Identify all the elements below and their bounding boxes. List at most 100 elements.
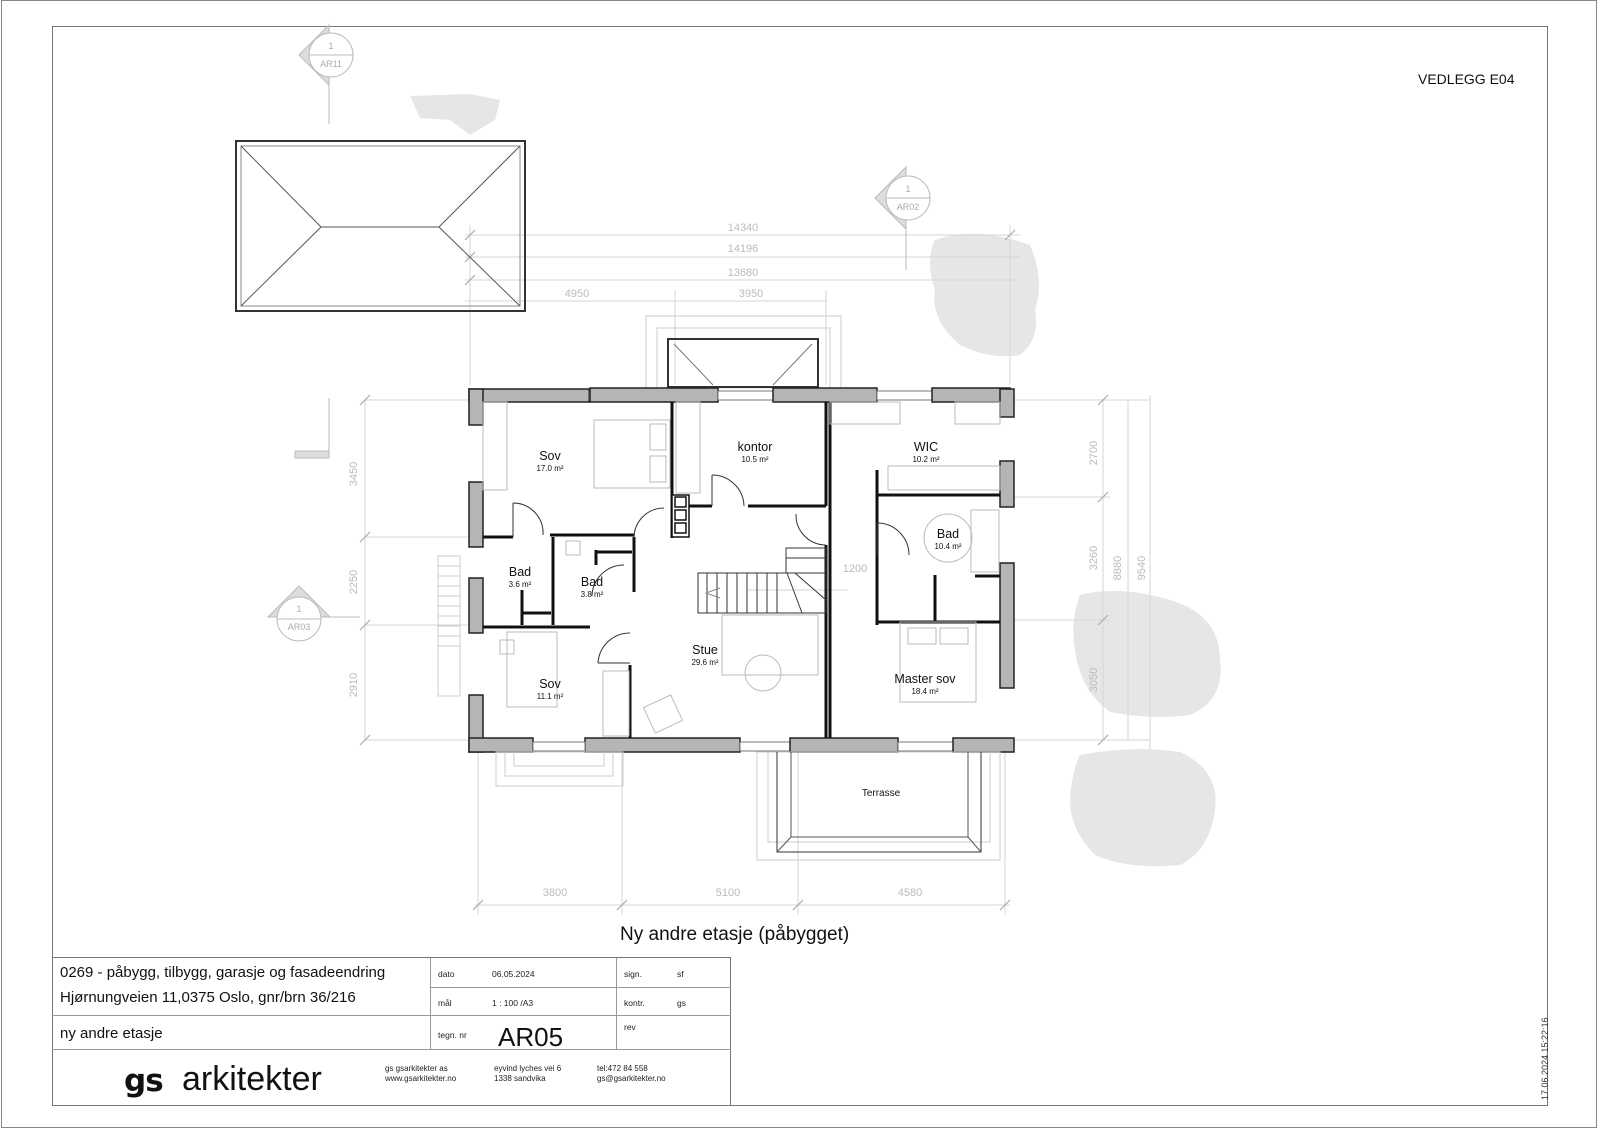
exterior-walls <box>468 387 1015 753</box>
room-bad-1: Bad 3.6 m² <box>509 565 532 589</box>
svg-text:10.4 m²: 10.4 m² <box>934 542 961 551</box>
drawing-title: Ny andre etasje (påbygget) <box>620 924 850 945</box>
svg-text:AR03: AR03 <box>288 622 311 632</box>
scale-label: mål <box>438 998 452 1008</box>
checked-label: kontr. <box>624 998 645 1008</box>
terrace <box>495 751 1001 861</box>
svg-text:10.2 m²: 10.2 m² <box>912 455 939 464</box>
rev-label: rev <box>624 1022 636 1032</box>
dim-right-1: 2700 <box>1088 441 1100 465</box>
firm-street: eyvind lyches vei 6 <box>494 1064 562 1073</box>
svg-text:Bad: Bad <box>937 527 959 541</box>
room-sov-2: Sov 11.1 m² <box>537 677 564 701</box>
external-stairs <box>437 555 461 697</box>
dimension-ticks <box>359 229 1109 911</box>
dim-top-2: 14196 <box>728 243 759 255</box>
svg-text:WIC: WIC <box>914 440 938 454</box>
svg-text:10.5 m²: 10.5 m² <box>741 455 768 464</box>
drawing-no-label: tegn. nr <box>438 1030 467 1040</box>
sign-label: sign. <box>624 969 642 979</box>
room-sov-1: Sov 17.0 m² <box>536 449 563 473</box>
dim-top-5: 3950 <box>739 288 763 300</box>
dim-left-1: 3450 <box>348 462 360 486</box>
svg-text:3.8 m²: 3.8 m² <box>581 590 604 599</box>
date-value: 06.05.2024 <box>492 969 535 979</box>
svg-text:Bad: Bad <box>509 565 531 579</box>
interior-walls <box>483 402 1000 738</box>
garage-roof <box>235 140 526 312</box>
svg-text:AR11: AR11 <box>320 59 342 69</box>
sheet-border <box>52 26 1548 1106</box>
dim-top-1: 14340 <box>728 222 759 234</box>
room-bad-2: Bad 3.8 m² <box>581 575 604 599</box>
dim-left-2: 2250 <box>348 570 360 594</box>
checked-value: gs <box>677 998 686 1008</box>
dim-right-2: 3260 <box>1088 546 1100 570</box>
divider <box>52 1015 731 1016</box>
svg-text:1: 1 <box>296 604 301 614</box>
top-canopy <box>645 315 842 389</box>
tree-icon <box>410 94 1221 867</box>
sheet-name: ny andre etasje <box>60 1025 163 1042</box>
firm-name: gs gsarkitekter as <box>385 1064 448 1073</box>
room-master-sov: Master sov 18.4 m² <box>894 672 956 696</box>
room-kontor: kontor 10.5 m² <box>738 440 773 464</box>
divider <box>430 987 731 988</box>
dim-right-5: 9540 <box>1136 556 1148 580</box>
svg-text:3.6 m²: 3.6 m² <box>509 580 532 589</box>
furniture <box>482 401 1001 737</box>
section-marker-ar02: 1 AR02 <box>874 165 931 270</box>
svg-text:17.0 m²: 17.0 m² <box>536 464 563 473</box>
dim-right-3: 3050 <box>1088 668 1100 692</box>
section-marker-ar03: 1 AR03 <box>266 585 360 642</box>
staircase <box>697 547 827 614</box>
svg-text:29.6 m²: 29.6 m² <box>691 658 718 667</box>
scale-value: 1 : 100 /A3 <box>492 998 534 1008</box>
dim-bottom-1: 3800 <box>543 887 567 899</box>
svg-text:1: 1 <box>905 184 910 194</box>
svg-text:AR02: AR02 <box>897 202 920 212</box>
svg-text:Stue: Stue <box>692 643 718 657</box>
firm-address: eyvind lyches vei 6 1338 sandvika <box>494 1064 561 1084</box>
svg-text:Bad: Bad <box>581 575 603 589</box>
svg-text:18.4 m²: 18.4 m² <box>911 687 938 696</box>
dim-interior: 1200 <box>843 563 867 575</box>
firm-city: 1338 sandvika <box>494 1074 546 1083</box>
chimney <box>671 494 690 538</box>
project-title: 0269 - påbygg, tilbygg, garasje og fasad… <box>60 964 386 981</box>
firm-phone: tel:472 84 558 <box>597 1064 648 1073</box>
dim-bottom-2: 5100 <box>716 887 740 899</box>
sign-value: sf <box>677 969 684 979</box>
date-label: dato <box>438 969 455 979</box>
firm-email: gs@gsarkitekter.no <box>597 1074 666 1083</box>
dim-left-3: 2910 <box>348 673 360 697</box>
appendix-label: VEDLEGG E04 <box>1418 71 1515 87</box>
divider <box>430 958 431 1049</box>
section-marker-ar11: 1 AR11 <box>298 23 354 124</box>
project-address: Hjørnungveien 11,0375 Oslo, gnr/brn 36/2… <box>60 989 356 1006</box>
dim-top-4: 4950 <box>565 288 589 300</box>
svg-text:kontor: kontor <box>738 440 773 454</box>
dim-right-4: 8880 <box>1112 556 1124 580</box>
divider <box>52 1049 731 1050</box>
svg-text:11.1 m²: 11.1 m² <box>537 692 564 701</box>
dim-bottom-3: 4580 <box>898 887 922 899</box>
svg-text:Master sov: Master sov <box>894 672 956 686</box>
room-terrasse: Terrasse <box>862 788 901 799</box>
firm-web: www.gsarkitekter.no <box>385 1074 457 1083</box>
firm-contact: tel:472 84 558 gs@gsarkitekter.no <box>597 1064 666 1084</box>
dimension-lines <box>364 225 1151 915</box>
room-wic: WIC 10.2 m² <box>912 440 939 464</box>
logo-mark: gs <box>124 1063 164 1099</box>
room-stue: Stue 29.6 m² <box>691 643 718 667</box>
door-swings <box>512 474 910 664</box>
svg-text:1: 1 <box>328 41 333 51</box>
title-block: 0269 - påbygg, tilbygg, garasje og fasad… <box>52 957 731 1105</box>
drawing-number: AR05 <box>498 1022 564 1052</box>
room-bad-3: Bad 10.4 m² <box>934 527 961 551</box>
print-timestamp: 17.06.2024 15:22:16 <box>1540 1017 1550 1100</box>
svg-text:Sov: Sov <box>539 449 561 463</box>
divider <box>616 958 617 1049</box>
